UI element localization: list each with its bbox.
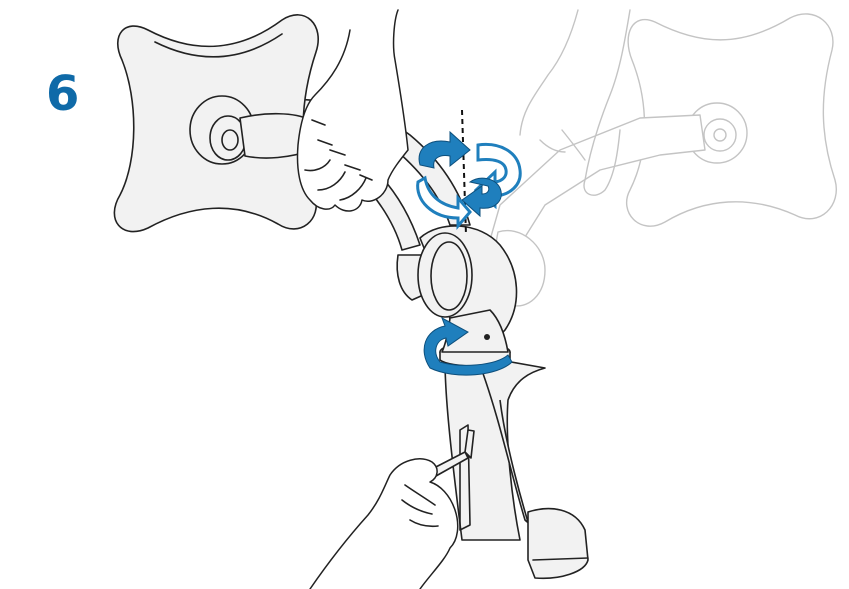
hand-with-hex-key <box>310 430 474 589</box>
monitor-plate <box>114 15 318 232</box>
column-foot <box>528 509 588 579</box>
ghost-mount-knob <box>704 119 736 151</box>
tilt-knob <box>418 233 472 317</box>
lower-hand <box>310 459 458 589</box>
ghost-monitor-arm <box>490 10 836 306</box>
